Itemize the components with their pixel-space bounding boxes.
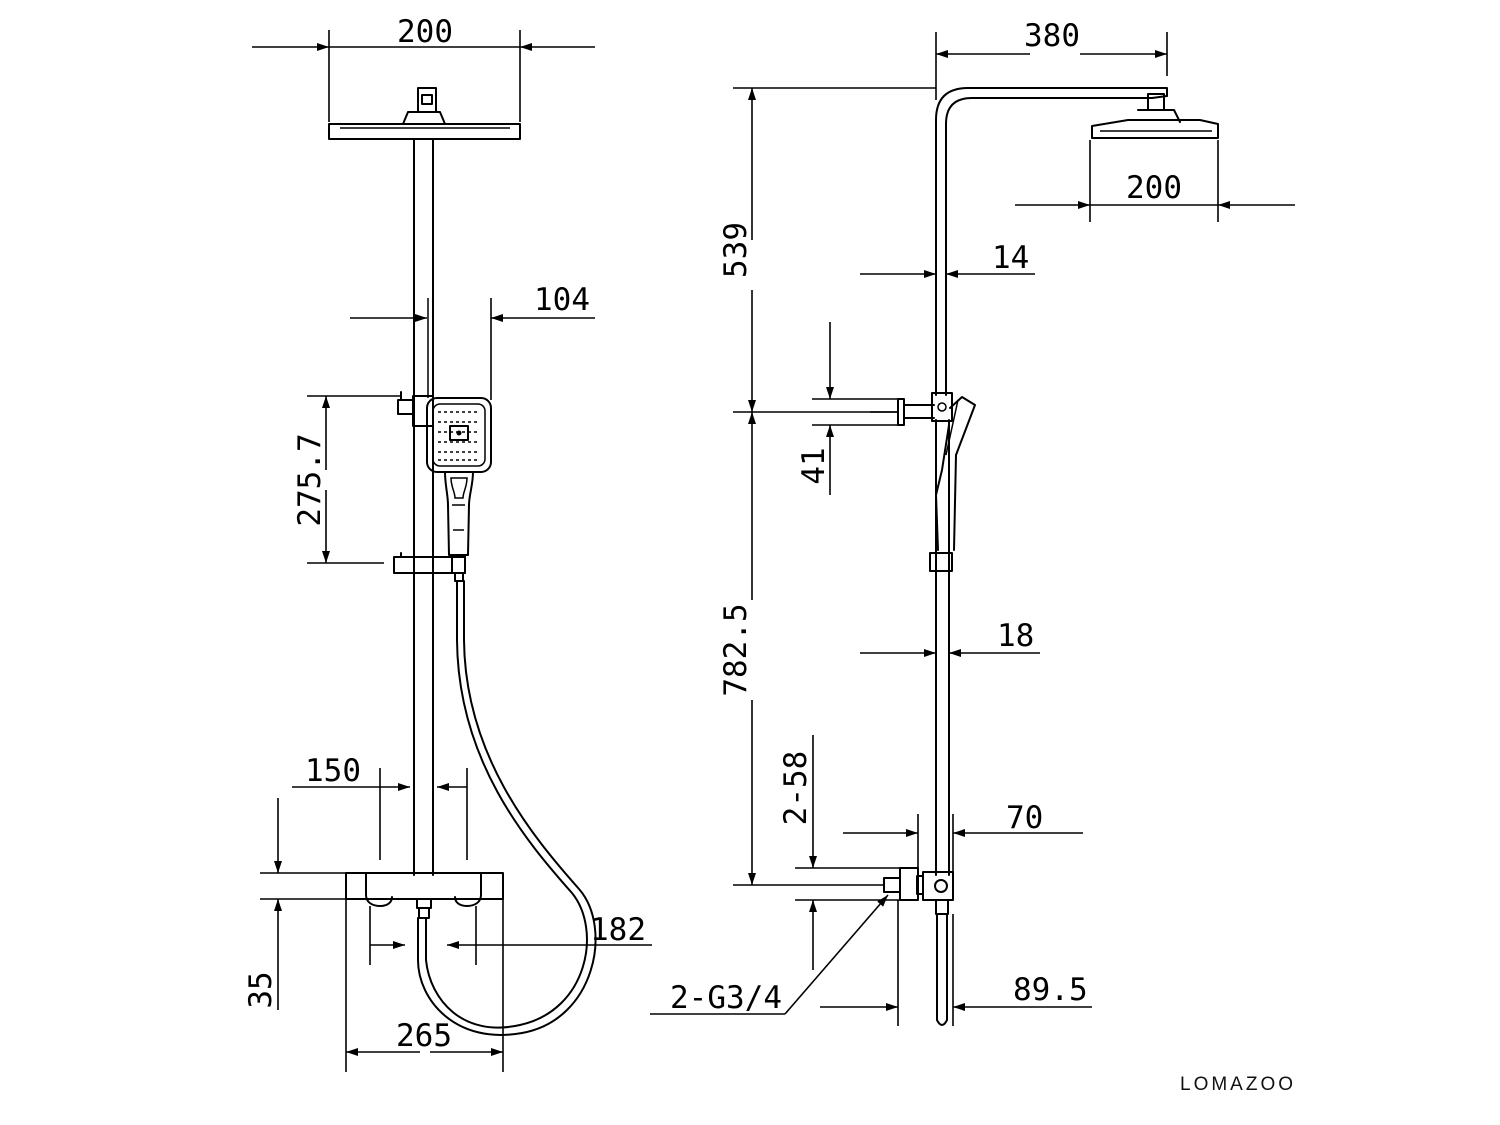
dim-inlet-thread: 2-G3/4 [670,980,782,1016]
dim-wall-offset: 70 [1006,800,1043,836]
dim-upper-pipe-diameter: 14 [992,240,1029,276]
front-valve-body [345,872,504,919]
dim-lower-pipe-diameter: 18 [997,618,1034,654]
spray-nozzles-grid [438,411,480,461]
dim-lower-length: 782.5 [718,603,754,696]
dim-side-arm-reach: 380 [1024,18,1080,54]
side-hand-shower [935,396,976,551]
side-slider [929,552,953,572]
front-shower-head [328,87,521,140]
dim-valve-height: 35 [243,971,279,1008]
side-shower-arm [935,87,1168,396]
front-riser-pipe [413,138,434,876]
dim-outlet-depth: 89.5 [1013,972,1088,1008]
dim-side-head-width: 200 [1126,170,1182,206]
dim-valve-spacing: 150 [305,753,361,789]
side-view [870,87,1219,1026]
front-dimensions: 200 104 275.7 150 35 182 [243,14,652,1072]
dim-inlet-height: 2-58 [778,751,814,826]
front-view [328,87,597,1036]
dim-handshower-offset: 104 [534,282,590,318]
front-slider-bracket [393,552,466,574]
front-shower-hose [417,572,597,1036]
dim-front-top-width: 200 [397,14,453,50]
dim-connector-height: 41 [796,447,832,484]
dim-hose-offset: 182 [590,912,646,948]
side-hose [936,913,948,1026]
side-shower-head [1091,93,1219,139]
dim-upper-length: 539 [718,222,754,278]
brand-logo: LOMAZOO [1180,1074,1297,1095]
dim-handshower-height: 275.7 [292,433,328,526]
front-hand-shower [426,397,492,556]
dim-valve-width: 265 [396,1018,452,1054]
side-valve-inlet [883,867,954,915]
side-dimensions: 380 200 14 539 782.5 41 18 [650,18,1295,1026]
